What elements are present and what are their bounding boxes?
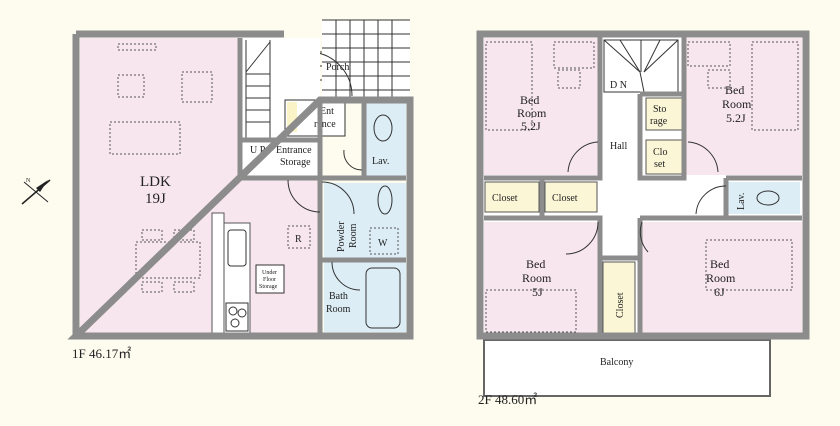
ldk-label: LDK — [140, 174, 171, 190]
lav-1f-label: Lav. — [372, 156, 389, 167]
floor-2: Balcony Bed Room 5.2J Bed Room 5.2J Bed … — [476, 30, 810, 407]
bath-label-2: Room — [326, 304, 351, 315]
bedroom-bottom-left — [484, 222, 598, 334]
bed-tl-label-1: Bed — [520, 93, 539, 107]
lav-2f-label: Lav. — [736, 193, 747, 210]
compass-icon: N — [21, 178, 51, 205]
closet-vertical — [602, 261, 636, 335]
interior-walls-1f — [237, 38, 406, 336]
exterior-wall-2f — [476, 30, 810, 340]
bed-br-size: 6J — [714, 285, 725, 299]
lav-2f — [728, 182, 800, 214]
bed-icons — [485, 41, 799, 333]
entrance-storage-label-2: Storage — [280, 157, 311, 168]
underfloor-label-1: Under — [262, 270, 277, 276]
washer-label: W — [378, 238, 388, 249]
bed-bl-label-2: Room — [522, 271, 552, 285]
bed-tl-label-2: Room — [517, 106, 547, 120]
bed-br-label-1: Bed — [710, 257, 729, 271]
floor-1: Porch Ent rance U P Entrance Storage Lav… — [67, 19, 414, 361]
underfloor-label-3: Storage — [259, 284, 278, 290]
lav-1f — [366, 100, 406, 178]
closet-small-label-1: Clo — [653, 147, 667, 158]
door-swings-2f — [565, 141, 727, 255]
sink-icon — [377, 185, 393, 215]
underfloor-label-2: Floor — [263, 277, 276, 283]
balcony — [483, 339, 771, 397]
entrance-storage-label-1: Entrance — [276, 145, 312, 156]
entrance-label-2: rance — [314, 119, 336, 130]
bed-bl-label-1: Bed — [526, 257, 545, 271]
floor1-caption: 1F 46.17㎡ — [72, 346, 131, 361]
ldk-area — [80, 38, 322, 336]
stove-icon — [225, 302, 249, 332]
bath-room — [324, 262, 406, 332]
ldk-size: 19J — [145, 191, 166, 207]
compass-label: N — [26, 178, 31, 184]
kitchen-sink-icon — [227, 229, 247, 267]
closet-vertical-label: Closet — [615, 292, 626, 318]
storage-label-1: Sto — [653, 104, 666, 115]
storage-label-2: rage — [650, 116, 668, 127]
closet-a-label: Closet — [492, 193, 518, 204]
balcony-label: Balcony — [600, 357, 633, 368]
bedroom-top-right — [686, 38, 802, 175]
hall-label: Hall — [610, 141, 627, 152]
underfloor-storage — [255, 264, 285, 294]
storage — [645, 97, 683, 131]
toilet-icon — [756, 190, 780, 206]
bath-label-1: Bath — [329, 291, 348, 302]
refrigerator-label: R — [295, 234, 302, 245]
interior-walls-2f — [484, 34, 802, 336]
bedroom-top-left — [484, 38, 600, 175]
closet-a — [484, 181, 540, 213]
bed-tl-size: 5.2J — [521, 119, 541, 133]
dn-label: D N — [610, 80, 627, 91]
porch-label: Porch — [326, 62, 349, 73]
exterior-wall-1f — [67, 30, 414, 340]
bed-br-label-2: Room — [706, 271, 736, 285]
powder-room — [324, 183, 406, 258]
bed-tr-label-2: Room — [722, 97, 752, 111]
stairs-icon — [245, 40, 271, 140]
closet-small — [645, 139, 683, 175]
up-label: U P — [250, 145, 266, 156]
washer-space-icon — [369, 227, 399, 255]
refrigerator-space-icon — [287, 225, 311, 249]
bedroom-bottom-right — [640, 222, 802, 334]
furniture-icons — [109, 43, 213, 293]
closet-b — [544, 181, 598, 213]
toilet-icon — [373, 114, 393, 142]
door-swings-1f — [287, 149, 363, 291]
bed-tr-label-1: Bed — [725, 83, 744, 97]
bed-bl-size: 5J — [532, 285, 543, 299]
bed-tr-size: 5.2J — [726, 111, 746, 125]
entrance-label-1: Ent — [320, 106, 334, 117]
powder-room-label-1: Powder — [336, 221, 347, 252]
bathtub-icon — [365, 267, 401, 329]
floor2-caption: 2F 48.60㎡ — [478, 392, 537, 407]
powder-room-label-2: Room — [348, 223, 359, 248]
closet-small-label-2: set — [654, 159, 665, 170]
closet-b-label: Closet — [552, 193, 578, 204]
